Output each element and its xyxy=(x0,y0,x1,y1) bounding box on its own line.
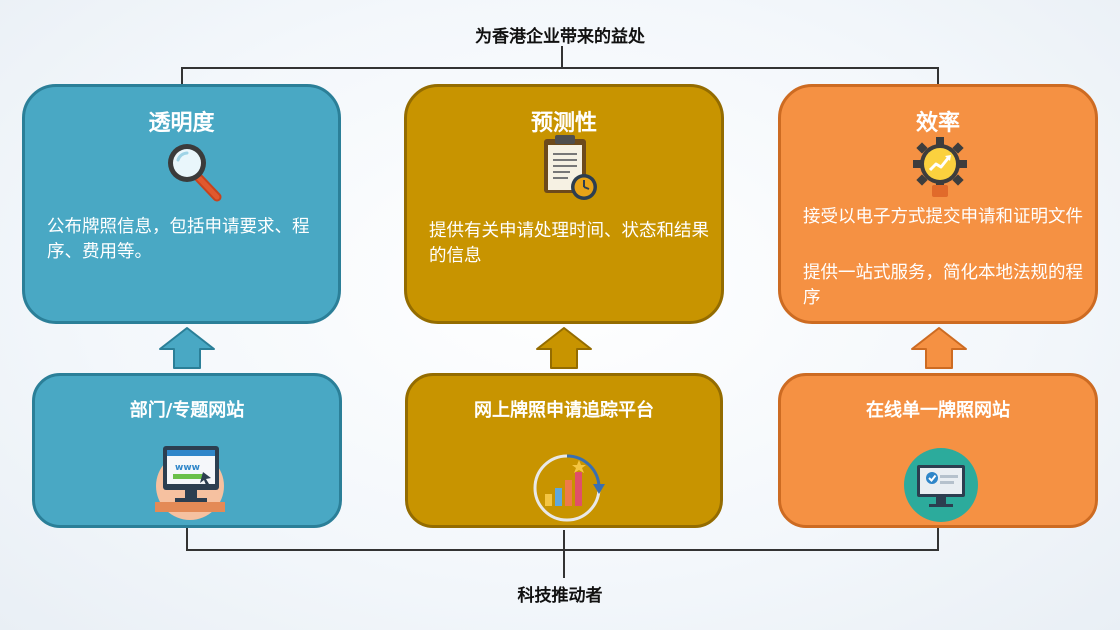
benefit-description: 提供有关申请处理时间、状态和结果的信息 xyxy=(429,221,709,266)
top-connector-horizontal xyxy=(181,67,939,69)
up-arrow-icon xyxy=(909,326,969,374)
enabler-card-tracking-platform: 网上牌照申请追踪平台 xyxy=(405,373,723,528)
bottom-connector-left xyxy=(186,528,188,550)
monitor-check-icon xyxy=(902,446,980,528)
enabler-title: 部门/专题网站 xyxy=(129,400,245,421)
benefit-description: 接受以电子方式提交申请和证明文件 xyxy=(803,207,1083,227)
benefit-description: 提供一站式服务，简化本地法规的程序 xyxy=(803,263,1083,308)
bottom-connector-horizontal xyxy=(186,549,939,551)
up-arrow-icon xyxy=(157,326,217,374)
top-caption: 为香港企业带来的益处 xyxy=(475,27,645,47)
gear-growth-icon xyxy=(909,135,971,203)
svg-text:www: www xyxy=(175,463,200,473)
enabler-card-single-licence-portal: 在线单一牌照网站 xyxy=(778,373,1098,528)
top-connector-vertical xyxy=(561,46,563,68)
benefit-description: 公布牌照信息，包括申请要求、程序、费用等。 xyxy=(47,217,310,262)
benefit-card-predictability: 预测性 提供有关申请处理时间、状态和结果的信息 xyxy=(404,84,724,324)
enabler-card-department-website: 部门/专题网站 www xyxy=(32,373,342,528)
benefit-title: 预测性 xyxy=(530,111,597,136)
benefit-title: 透明度 xyxy=(148,111,215,136)
benefit-card-efficiency: 效率 接受以电子方式提交申请和证明文件 提供一站式服务，简化本地法规的程序 xyxy=(778,84,1098,324)
website-monitor-icon: www xyxy=(149,442,231,528)
enabler-title: 在线单一牌照网站 xyxy=(866,400,1010,421)
clipboard-clock-icon xyxy=(540,133,602,207)
benefit-card-transparency: 透明度 公布牌照信息，包括申请要求、程序、费用等。 xyxy=(22,84,341,324)
magnifier-icon xyxy=(165,141,225,207)
growth-chart-icon xyxy=(529,450,605,530)
enabler-title: 网上牌照申请追踪平台 xyxy=(474,400,654,421)
benefit-title: 效率 xyxy=(915,111,960,136)
bottom-connector-vertical xyxy=(563,530,565,578)
up-arrow-icon xyxy=(534,326,594,374)
bottom-connector-right xyxy=(937,528,939,550)
bottom-caption: 科技推动者 xyxy=(517,586,603,606)
top-connector-left xyxy=(181,67,183,85)
top-connector-right xyxy=(937,67,939,85)
